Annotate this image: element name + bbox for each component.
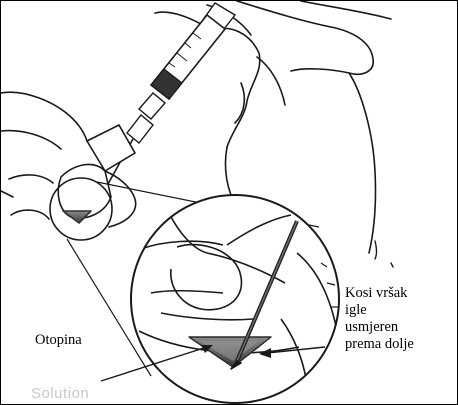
right-side-contour xyxy=(375,241,393,267)
vial xyxy=(58,125,135,223)
syringe xyxy=(93,3,235,211)
ghost-label-solution: Solution xyxy=(31,385,89,402)
magnifier-large xyxy=(131,195,339,403)
label-solution: Otopina xyxy=(35,332,82,349)
label-needle-bevel: Kosi vršak igle usmjeren prema dolje xyxy=(345,285,455,353)
